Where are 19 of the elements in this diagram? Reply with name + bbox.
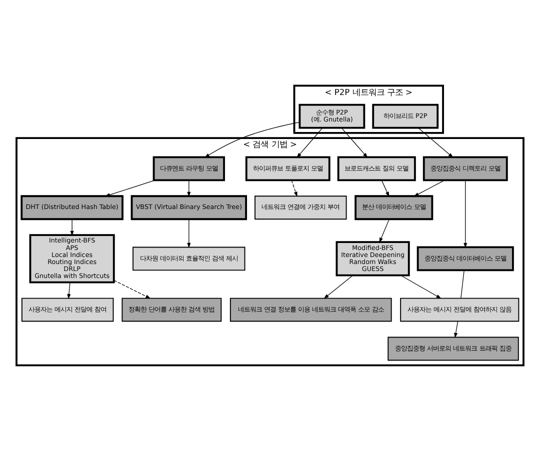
arrow [104,180,156,197]
arrow [70,219,74,236]
arrow [464,180,468,248]
arrow [187,180,191,197]
arrow [187,219,191,248]
arrow [296,128,323,158]
arrow [379,219,390,243]
connector [460,270,464,298]
arrow [204,122,300,158]
arrow [114,280,151,299]
arrow [341,128,368,158]
arrow [67,282,71,300]
arrow [418,128,454,158]
arrow [324,275,354,299]
arrow [414,180,446,197]
arrow [291,180,298,197]
arrow [454,321,458,338]
arrow [400,275,442,299]
arrow [381,180,390,197]
